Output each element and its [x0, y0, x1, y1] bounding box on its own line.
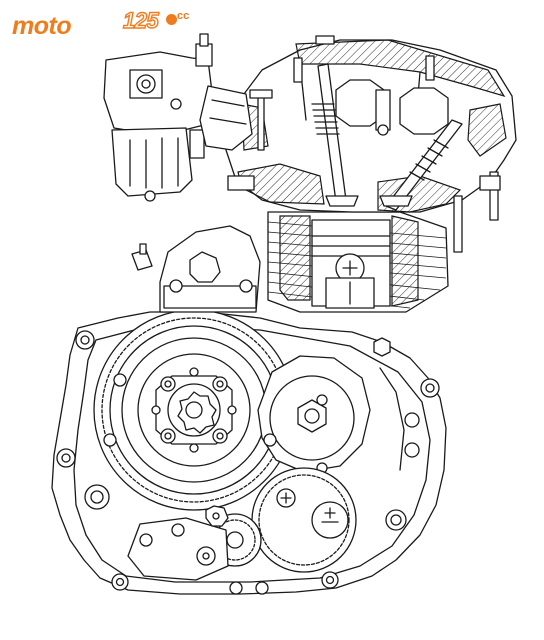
starter-gears	[208, 467, 357, 573]
gearshift-parts	[127, 505, 229, 581]
cylinder-block	[267, 211, 449, 313]
logo-text-cc: cc	[177, 10, 190, 22]
carburetor	[103, 33, 253, 202]
magneto-cover	[257, 355, 371, 474]
valve-train	[311, 63, 463, 211]
logo-dot	[166, 14, 177, 25]
casing-bolt-bosses	[56, 330, 440, 595]
logo-text-moto: moto	[12, 12, 72, 40]
head-studs	[227, 35, 501, 253]
oil-pump-cover	[131, 225, 261, 313]
cylinder-head	[225, 39, 517, 213]
right-side-details	[103, 337, 420, 471]
logo-text-125: 125	[122, 7, 159, 33]
